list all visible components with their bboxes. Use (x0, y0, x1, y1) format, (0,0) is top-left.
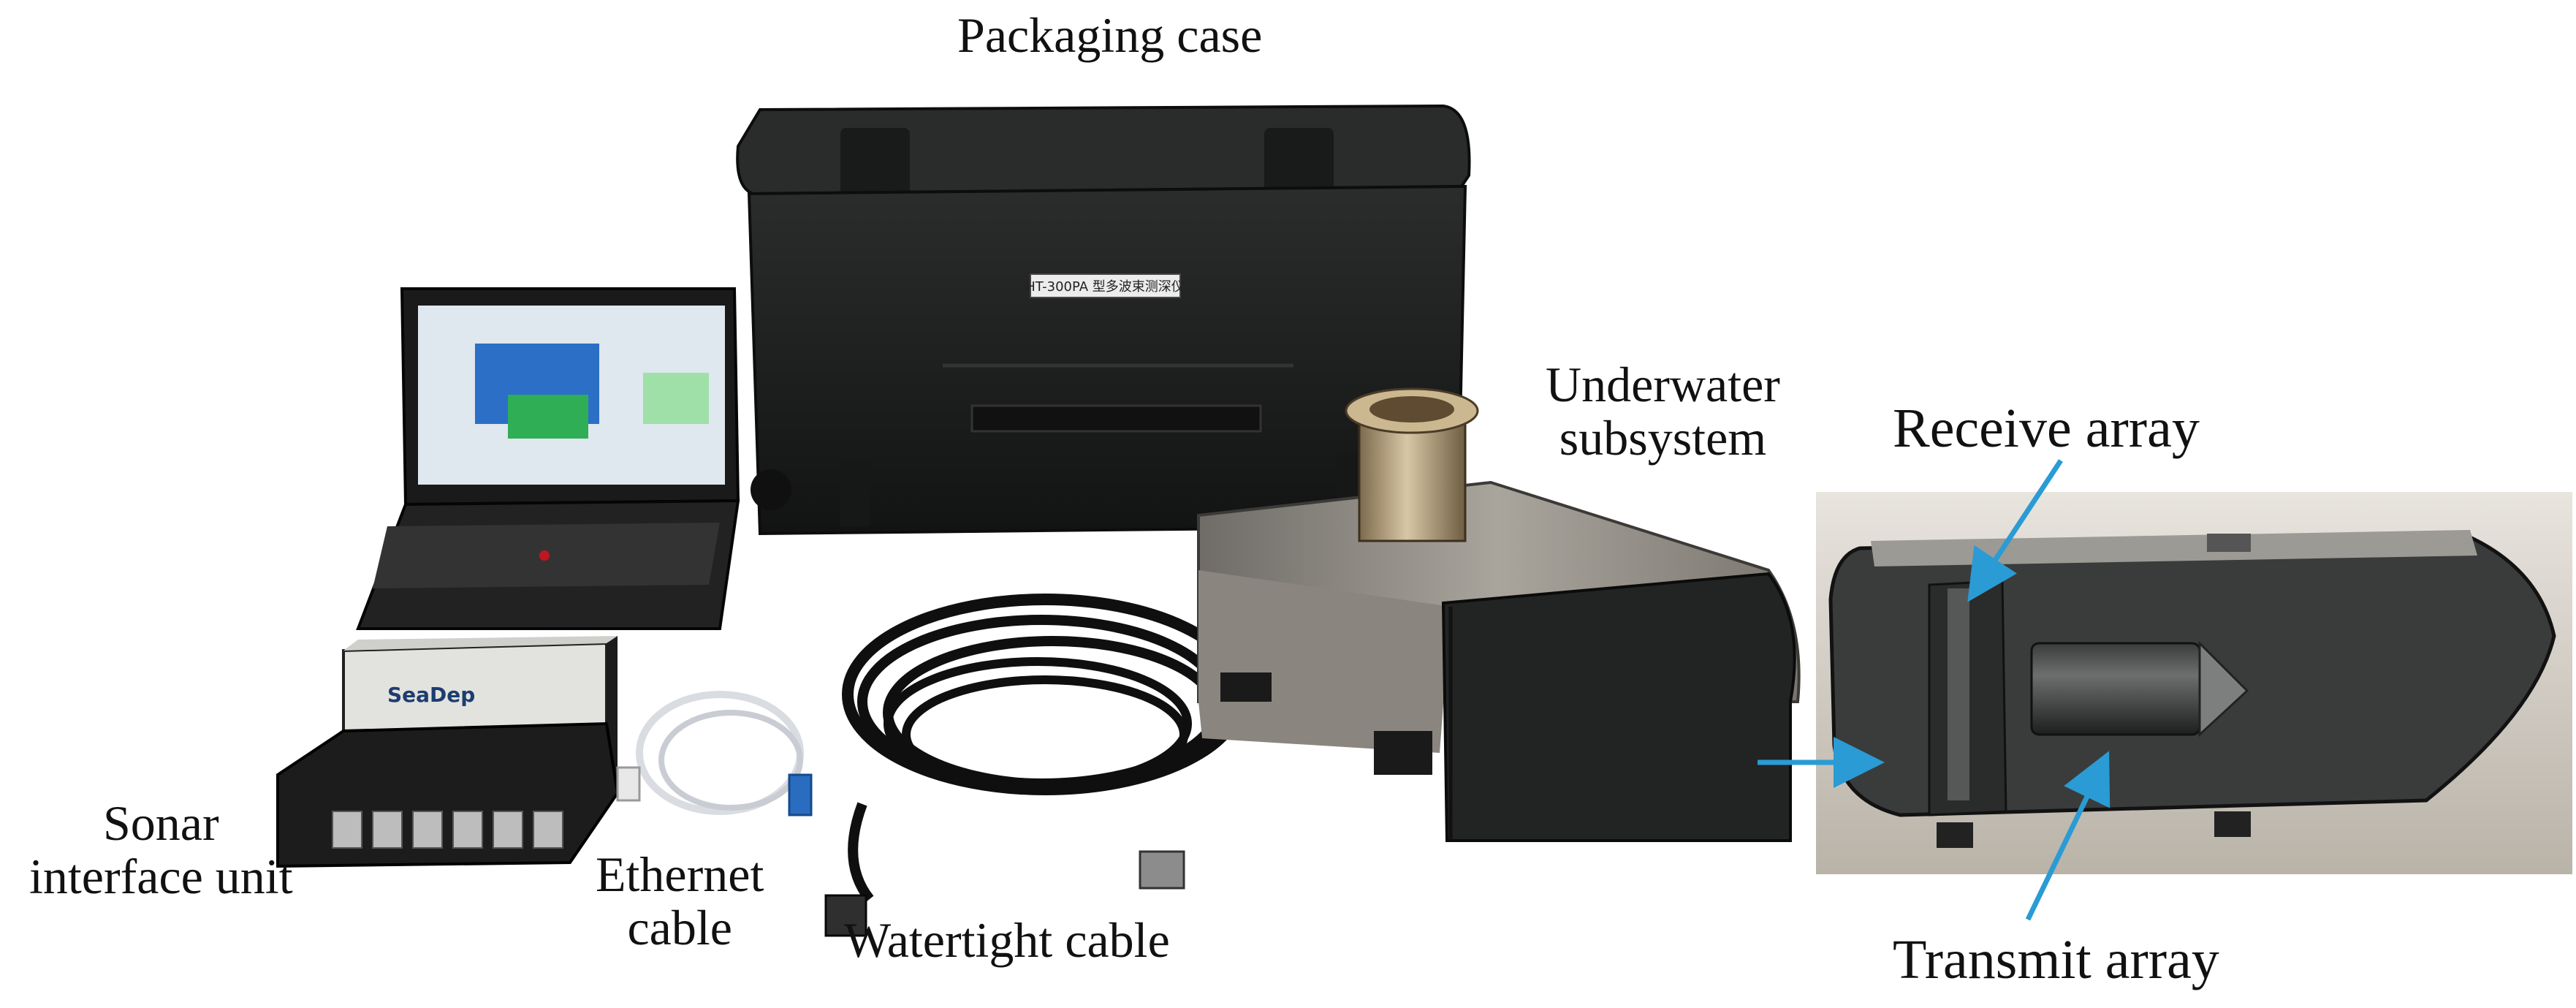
label-transmit-array: Transmit array (1893, 929, 2219, 990)
interface-brand-text: SeaDep (387, 683, 475, 707)
callout-arrows (1758, 459, 2110, 921)
subsystem-inset-photo (1816, 492, 2572, 874)
label-receive-array: Receive array (1893, 398, 2200, 459)
watertight-cable (824, 594, 1248, 937)
label-sonar-interface-unit: Sonar interface unit (29, 795, 293, 905)
label-watertight-cable: Watertight cable (844, 912, 1170, 968)
case-label-plate: HT-300PA 型多波束测深仪 (1025, 279, 1184, 295)
label-ethernet-cable: Ethernet cable (596, 846, 764, 956)
ethernet-cable (616, 691, 813, 816)
arrow-transmit-array (2025, 751, 2110, 921)
underwater-subsystem (1197, 387, 1801, 842)
label-packaging-case: Packaging case (957, 7, 1263, 63)
laptop (356, 287, 740, 630)
sonar-interface-unit: SeaDep (276, 636, 620, 868)
label-underwater-subsystem: Underwater subsystem (1546, 357, 1780, 466)
packaging-case: HT-300PA 型多波束测深仪 (736, 104, 1471, 536)
arrow-receive-array (1967, 459, 2063, 602)
